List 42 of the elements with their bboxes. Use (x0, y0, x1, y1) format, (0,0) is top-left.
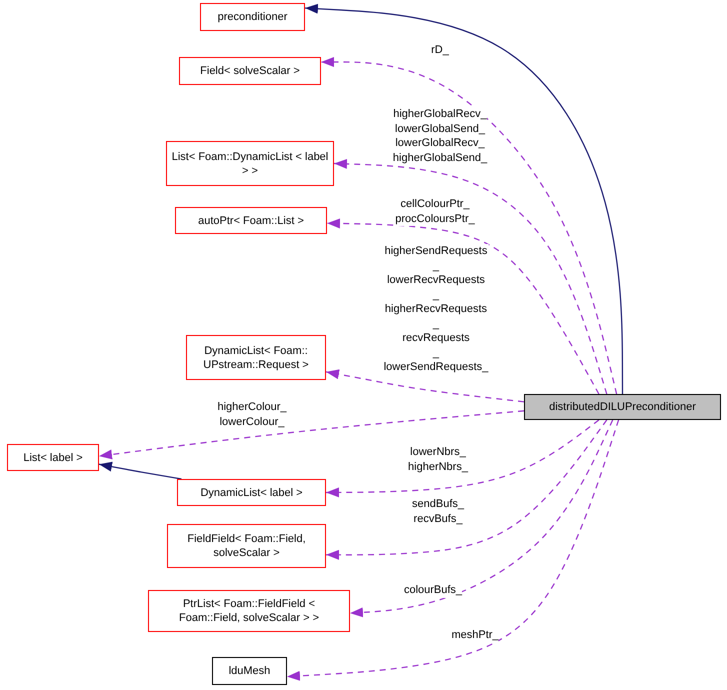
class-name: FieldField< Foam::Field, solveScalar > (186, 532, 307, 560)
edge-label: higherSendRequests _ lowerRecvRequests _ higherRecvRequests _ recvRequests _ lowerSendRequests_ (384, 244, 488, 374)
arrow (326, 218, 600, 394)
edge-label: higherColour_ lowerColour_ (217, 400, 287, 429)
class-name: List< Foam::DynamicList < label > > (171, 150, 329, 178)
class-name: DynamicList< label > (200, 486, 303, 500)
class-name: Field< solveScalar > (200, 64, 300, 78)
edge-label: rD_ (431, 43, 449, 58)
arrow (286, 420, 620, 681)
edge-label: lowerNbrs_ higherNbrs_ (408, 445, 468, 474)
arrow (98, 462, 182, 480)
type-box (7, 444, 99, 471)
class-name: PtrList< Foam::FieldField < Foam::Field, solveScalar > > (178, 597, 320, 625)
type-box (148, 590, 350, 632)
edge-label: meshPtr_ (451, 628, 499, 642)
type-box (179, 57, 321, 85)
edge-label: colourBufs_ (404, 583, 462, 598)
class-name: DynamicList< Foam:: UPstream::Request > (202, 344, 310, 372)
class-box (524, 394, 721, 420)
class-name: autoPtr< Foam::List > (198, 214, 304, 228)
edge-label: higherGlobalRecv_ lowerGlobalSend_ lowerGlobalRecv_ higherGlobalSend_ (392, 107, 488, 165)
type-box (166, 141, 334, 186)
class-name: preconditioner (218, 10, 288, 24)
edge-label: sendBufs_ recvBufs_ (412, 497, 464, 526)
class-name: distributedDILUPreconditioner (549, 400, 696, 414)
arrow (98, 410, 524, 460)
class-name: lduMesh (228, 664, 270, 678)
arrow (326, 420, 600, 498)
arrow (304, 4, 624, 394)
arrow (326, 369, 524, 402)
arrow (334, 158, 608, 394)
arrow (321, 57, 618, 394)
type-box (200, 3, 305, 31)
type-box (175, 207, 327, 234)
type-box (212, 657, 287, 685)
class-name: List< label > (23, 450, 83, 464)
type-box (177, 479, 326, 506)
edge-label: cellColourPtr_ procColoursPtr_ (395, 197, 475, 226)
type-box (167, 524, 326, 568)
arrow (350, 420, 614, 618)
arrow (326, 420, 608, 560)
type-box (186, 335, 326, 380)
